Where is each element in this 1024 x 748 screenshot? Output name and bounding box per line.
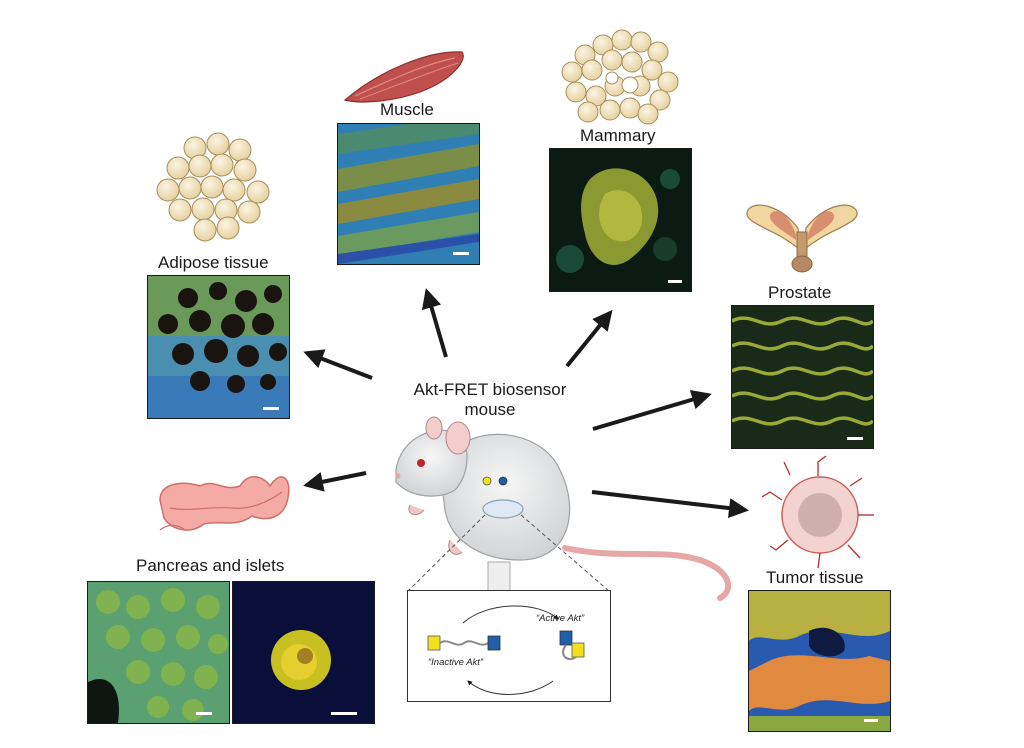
tumor-label: Tumor tissue [766, 568, 864, 587]
inactive-akt-label: “Inactive Akt” [428, 657, 484, 668]
center-title-line1: Akt-FRET biosensor [413, 380, 567, 399]
arrows [303, 288, 749, 519]
mammary-label: Mammary [580, 126, 656, 145]
mammary-micrograph [549, 148, 692, 292]
adipose-icon [156, 132, 270, 242]
arrow-to-prostate [592, 389, 712, 431]
arrow-to-pancreas [303, 471, 367, 492]
pancreas-label: Pancreas and islets [136, 556, 285, 575]
pancreas-icon [159, 476, 290, 531]
islet-micrograph [232, 581, 375, 724]
pancreas-micrograph [87, 581, 230, 724]
arrow-to-adipose [303, 349, 373, 380]
tumor-micrograph [748, 590, 891, 732]
mouse-illustration [395, 416, 732, 601]
active-akt-label: “Active Akt” [536, 613, 585, 624]
muscle-micrograph [337, 123, 480, 265]
center-title-line2: mouse [464, 400, 516, 419]
arrow-to-tumor [591, 490, 749, 519]
tumor-icon [761, 455, 874, 569]
prostate-label: Prostate [768, 283, 832, 302]
prostate-icon [746, 204, 858, 273]
muscle-icon [343, 51, 464, 103]
prostate-micrograph [731, 305, 874, 449]
biosensor-inset: “Active Akt” “Inactive Akt” [407, 590, 611, 702]
muscle-label: Muscle [380, 100, 434, 119]
arrow-to-muscle [421, 288, 448, 358]
arrow-to-mammary [565, 309, 613, 368]
mammary-icon [561, 29, 679, 125]
adipose-micrograph [147, 275, 290, 419]
adipose-label: Adipose tissue [158, 253, 269, 272]
